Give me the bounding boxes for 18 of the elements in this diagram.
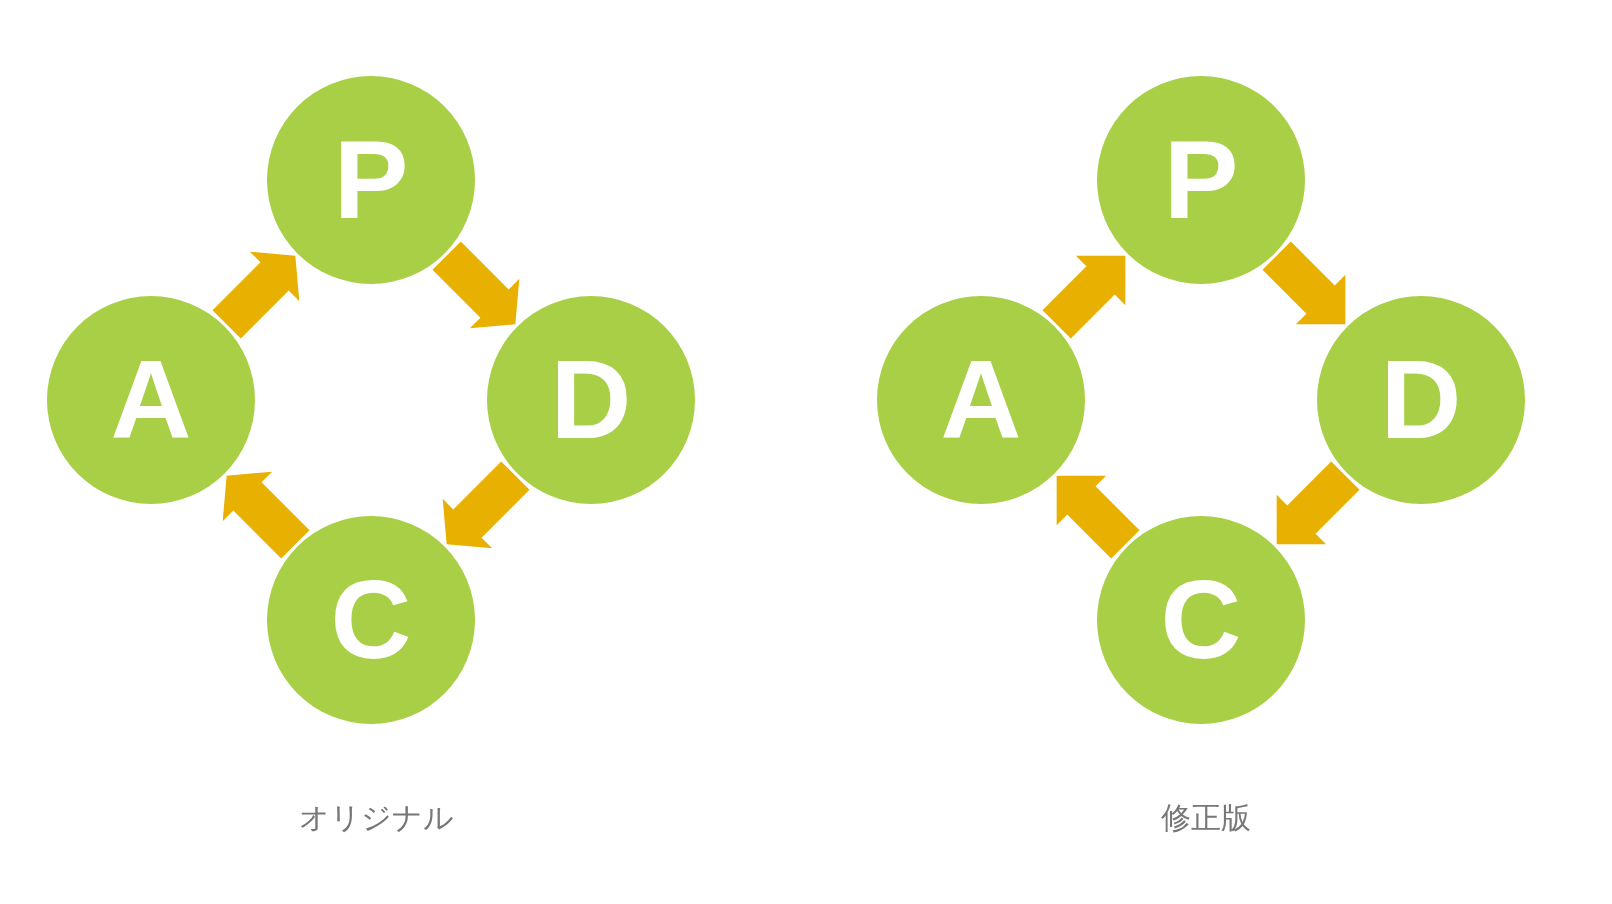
node-letter: C <box>330 564 412 676</box>
node-letter: A <box>940 344 1022 456</box>
block-arrow <box>442 461 530 549</box>
block-arrow <box>222 471 310 559</box>
node-letter: D <box>1380 344 1462 456</box>
block-arrow <box>1276 461 1360 545</box>
node-letter: D <box>550 344 632 456</box>
node-letter: A <box>110 344 192 456</box>
node-letter: P <box>333 124 409 236</box>
block-arrow <box>1056 475 1140 559</box>
node-letter: P <box>1163 124 1239 236</box>
block-arrow <box>1262 241 1346 325</box>
block-arrow <box>432 241 520 329</box>
block-arrow <box>1042 255 1126 339</box>
block-arrow <box>212 251 300 339</box>
caption-text: 修正版 <box>1161 799 1251 837</box>
caption-text: オリジナル <box>298 799 454 837</box>
node-letter: C <box>1160 564 1242 676</box>
